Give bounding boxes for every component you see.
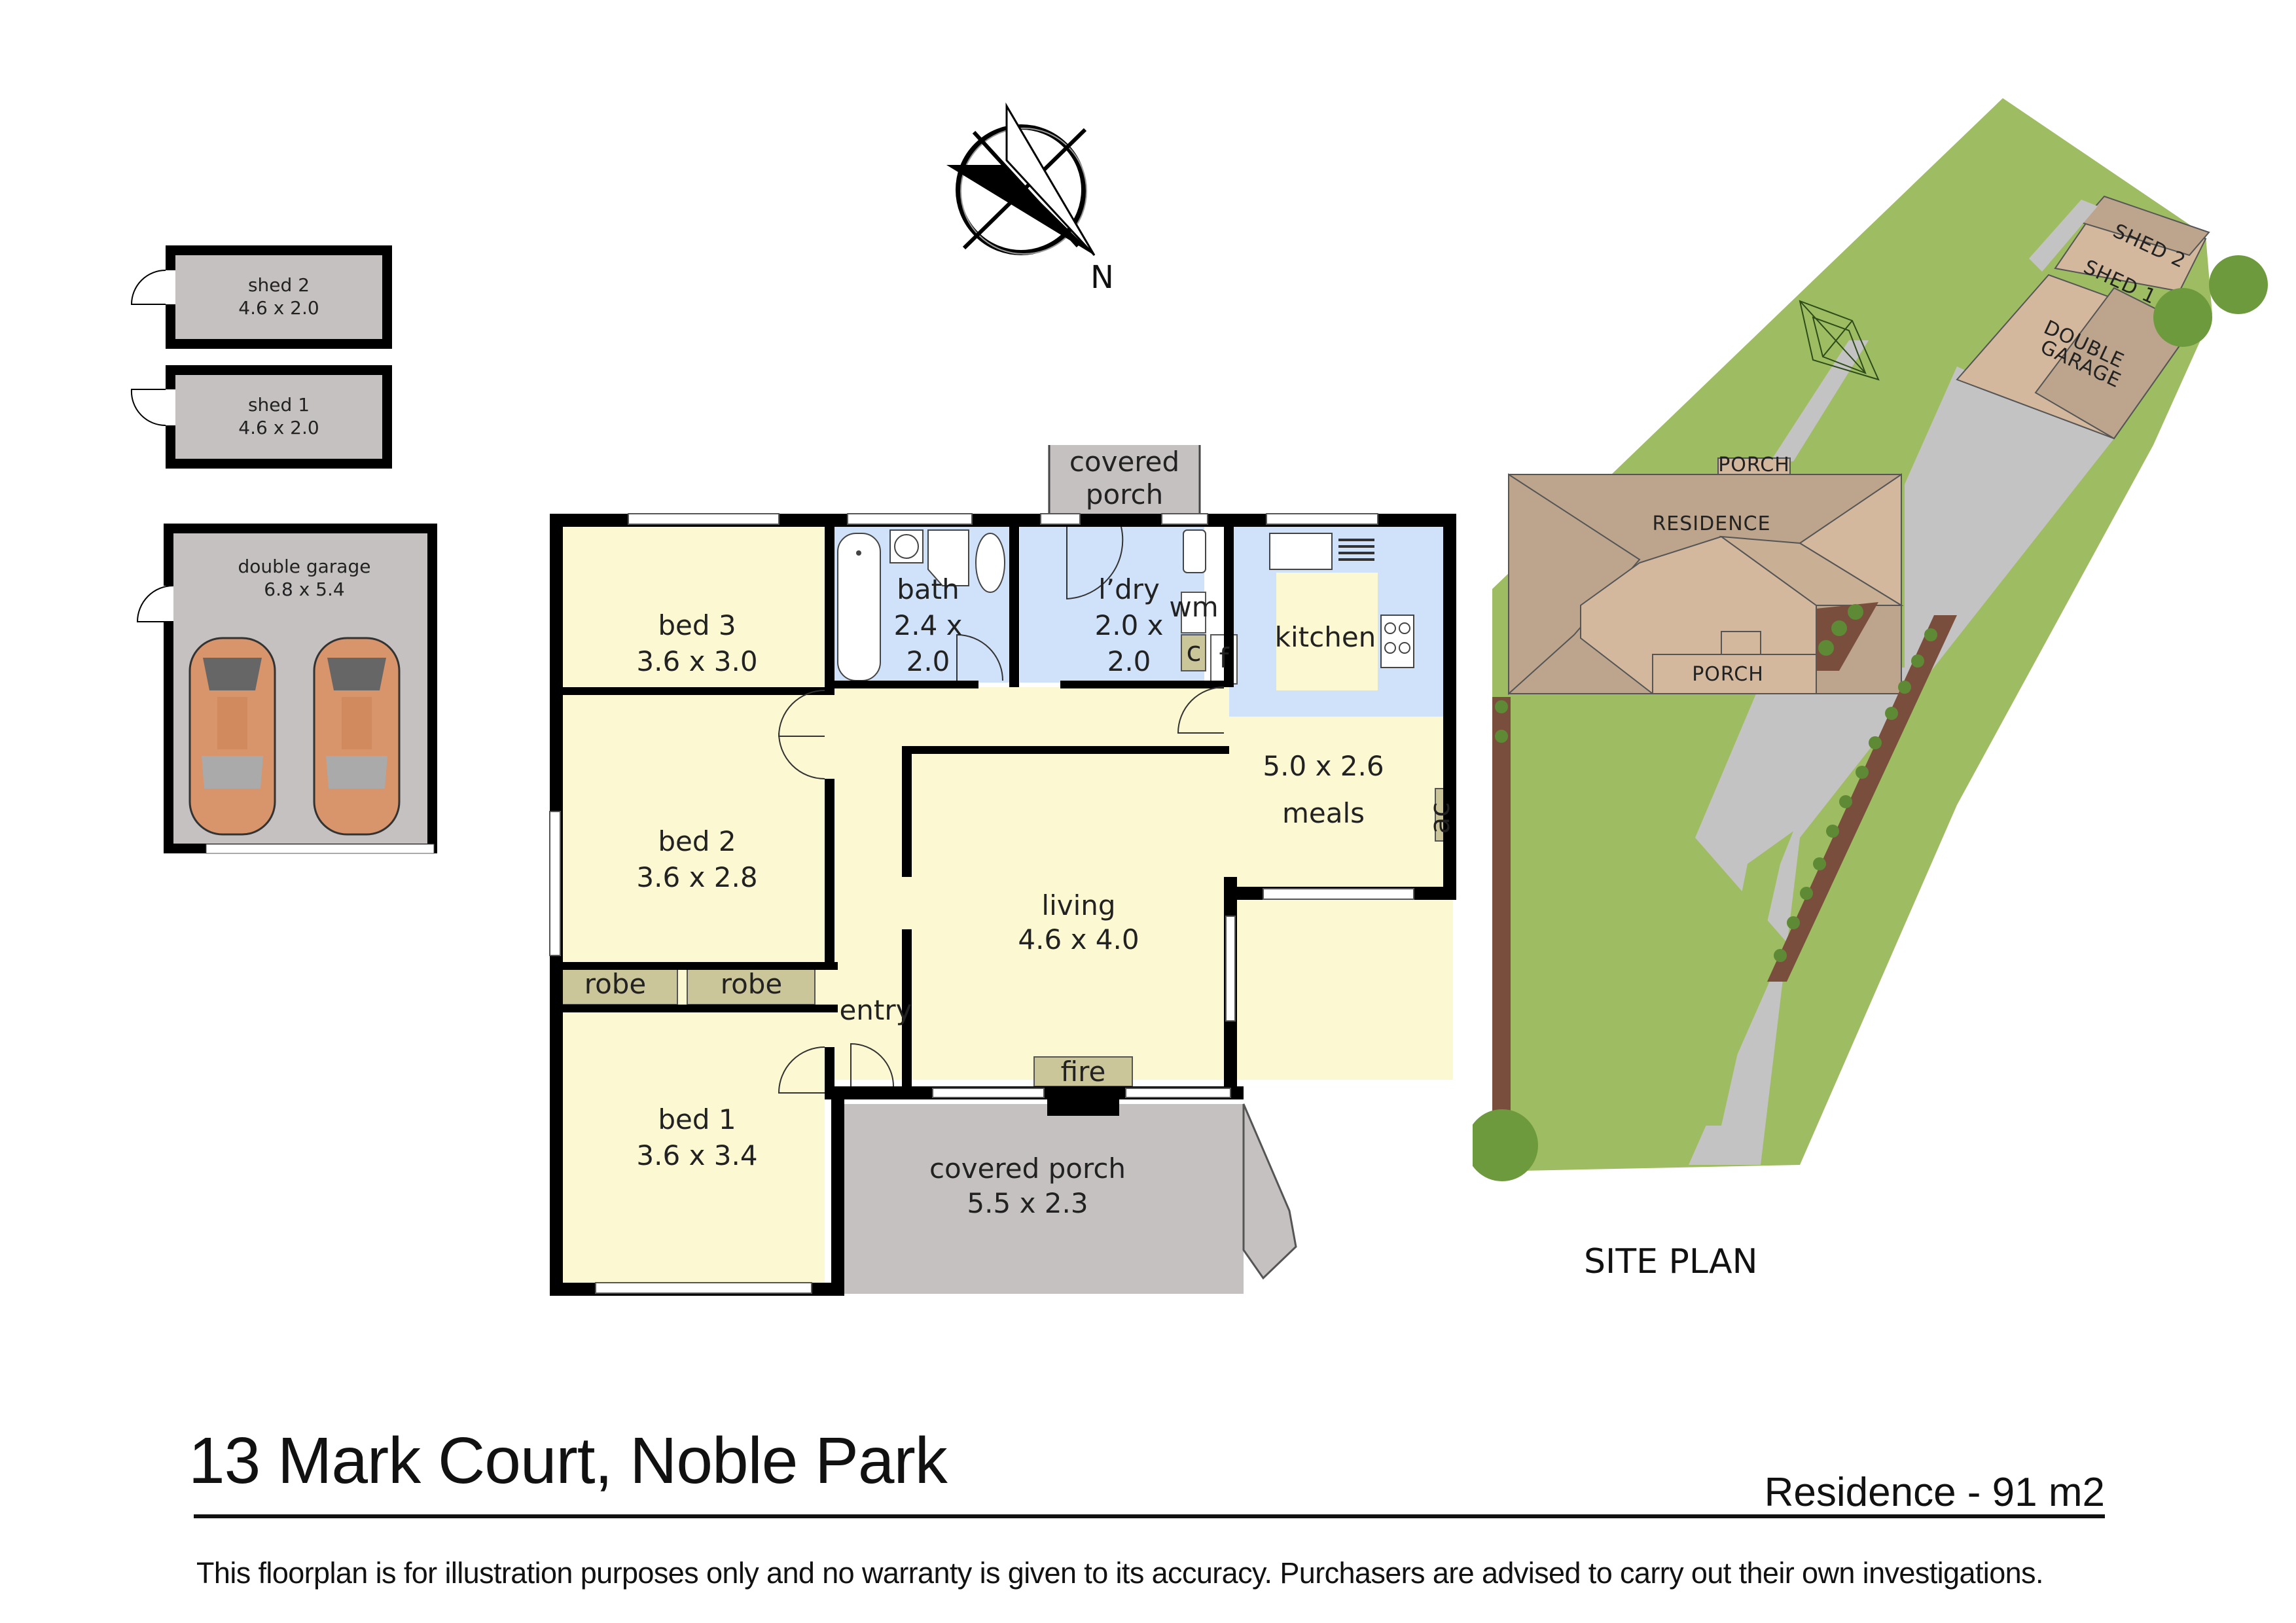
divider bbox=[194, 1514, 2105, 1518]
site-porch-front-label: PORCH bbox=[1692, 663, 1764, 686]
front-covered-porch bbox=[844, 1104, 1244, 1294]
garage-door bbox=[206, 844, 435, 854]
bed2-name: bed 2 bbox=[658, 825, 736, 857]
property-address: 13 Mark Court, Noble Park bbox=[188, 1424, 948, 1497]
toilet-icon bbox=[975, 533, 1005, 593]
ac-label: ac bbox=[1424, 802, 1456, 834]
robe-right-label: robe bbox=[721, 968, 783, 1000]
garden-bed-right bbox=[1816, 602, 1878, 671]
tree-icon bbox=[1473, 255, 2268, 1181]
laundry-name: l’dry bbox=[1098, 573, 1160, 605]
site-plan: RESIDENCE PORCH PORCH DOUBLE GARAGE SHED… bbox=[1473, 98, 2268, 1281]
living-size: 4.6 x 4.0 bbox=[1018, 923, 1139, 955]
residence-area: Residence - 91 m2 bbox=[1764, 1470, 2105, 1515]
c-label: c bbox=[1186, 635, 1201, 668]
sink-icon bbox=[1269, 533, 1333, 570]
svg-text:shed 2: shed 2 bbox=[248, 274, 310, 296]
double-garage: double garage 6.8 x 5.4 bbox=[136, 524, 437, 854]
trough-icon bbox=[1183, 529, 1206, 573]
site-plan-title: SITE PLAN bbox=[1584, 1242, 1757, 1281]
wm-label: wm bbox=[1169, 591, 1218, 623]
bed3-size: 3.6 x 3.0 bbox=[636, 645, 757, 677]
bedrooms-fill bbox=[550, 518, 825, 1289]
door-swing-icon bbox=[130, 389, 166, 427]
car-icon bbox=[188, 637, 276, 836]
living-name: living bbox=[1041, 889, 1115, 921]
front-porch-name: covered porch bbox=[929, 1152, 1126, 1185]
site-porch-rear-label: PORCH bbox=[1718, 454, 1790, 476]
site-residence-label: RESIDENCE bbox=[1652, 512, 1770, 535]
outbuildings: shed 2 4.6 x 2.0 shed 1 4.6 x 2.0 double… bbox=[130, 245, 437, 854]
kitchen-island bbox=[1276, 573, 1378, 690]
laundry-size-2: 2.0 bbox=[1107, 645, 1151, 677]
site-sheds bbox=[2054, 195, 2210, 293]
site-garage bbox=[1956, 274, 2194, 440]
rear-covered-porch bbox=[1049, 445, 1200, 518]
entry-fill bbox=[812, 687, 877, 1080]
north-arrow-icon: N bbox=[946, 102, 1114, 294]
bath-size-2: 2.0 bbox=[906, 645, 950, 677]
feature-pyramid-icon bbox=[1799, 300, 1880, 381]
shower-icon bbox=[927, 529, 969, 586]
laundry-fill bbox=[1020, 527, 1204, 683]
door-swing-icons bbox=[778, 526, 1225, 1094]
door-swing-icon bbox=[130, 270, 166, 305]
svg-text:4.6 x 2.0: 4.6 x 2.0 bbox=[238, 417, 319, 438]
residence-roof bbox=[1508, 457, 1904, 696]
meals-name: meals bbox=[1282, 797, 1365, 829]
windows bbox=[549, 513, 1414, 1294]
shed-2: shed 2 4.6 x 2.0 bbox=[130, 245, 392, 349]
shrub-icons bbox=[1495, 604, 1937, 962]
car-icon bbox=[313, 637, 401, 836]
robe-left-label: robe bbox=[584, 968, 647, 1000]
disclaimer: This floorplan is for illustration purpo… bbox=[196, 1556, 2043, 1590]
kitchen-name: kitchen bbox=[1275, 621, 1376, 653]
bed1-name: bed 1 bbox=[658, 1103, 736, 1135]
rear-porch-name-2: porch bbox=[1086, 478, 1163, 510]
bed3-name: bed 3 bbox=[658, 609, 736, 641]
cooktop-icon bbox=[1380, 615, 1414, 668]
front-porch-size: 5.5 x 2.3 bbox=[967, 1187, 1088, 1219]
f-label: f bbox=[1219, 642, 1230, 674]
entry-name: entry bbox=[839, 994, 912, 1026]
shed-1: shed 1 4.6 x 2.0 bbox=[130, 365, 392, 469]
rear-porch-name-1: covered bbox=[1069, 446, 1179, 478]
wm-space bbox=[1181, 592, 1206, 633]
meals-size: 5.0 x 2.6 bbox=[1263, 750, 1384, 782]
north-label: N bbox=[1090, 259, 1114, 294]
door-swing-icon bbox=[136, 585, 174, 622]
svg-text:shed 1: shed 1 bbox=[248, 394, 310, 416]
svg-text:4.6 x 2.0: 4.6 x 2.0 bbox=[238, 297, 319, 319]
c-cupboard bbox=[1181, 634, 1206, 671]
bath-size-1: 2.4 x bbox=[894, 609, 963, 641]
svg-text:6.8 x 5.4: 6.8 x 5.4 bbox=[264, 579, 344, 600]
driveway bbox=[1695, 366, 2114, 838]
svg-text:double garage: double garage bbox=[238, 556, 371, 577]
bath-name: bath bbox=[897, 573, 959, 605]
garden-bed-left bbox=[1492, 697, 1511, 1168]
meals-fill bbox=[1229, 687, 1452, 890]
drainer-icon bbox=[1338, 539, 1374, 561]
fire-label: fire bbox=[1061, 1056, 1106, 1088]
bed1-size: 3.6 x 3.4 bbox=[636, 1139, 757, 1171]
laundry-size-1: 2.0 x bbox=[1095, 609, 1164, 641]
floor-plan: bed 3 3.6 x 3.0 bed 2 3.6 x 2.8 bed 1 3.… bbox=[549, 445, 1456, 1296]
bed2-size: 3.6 x 2.8 bbox=[636, 861, 757, 893]
